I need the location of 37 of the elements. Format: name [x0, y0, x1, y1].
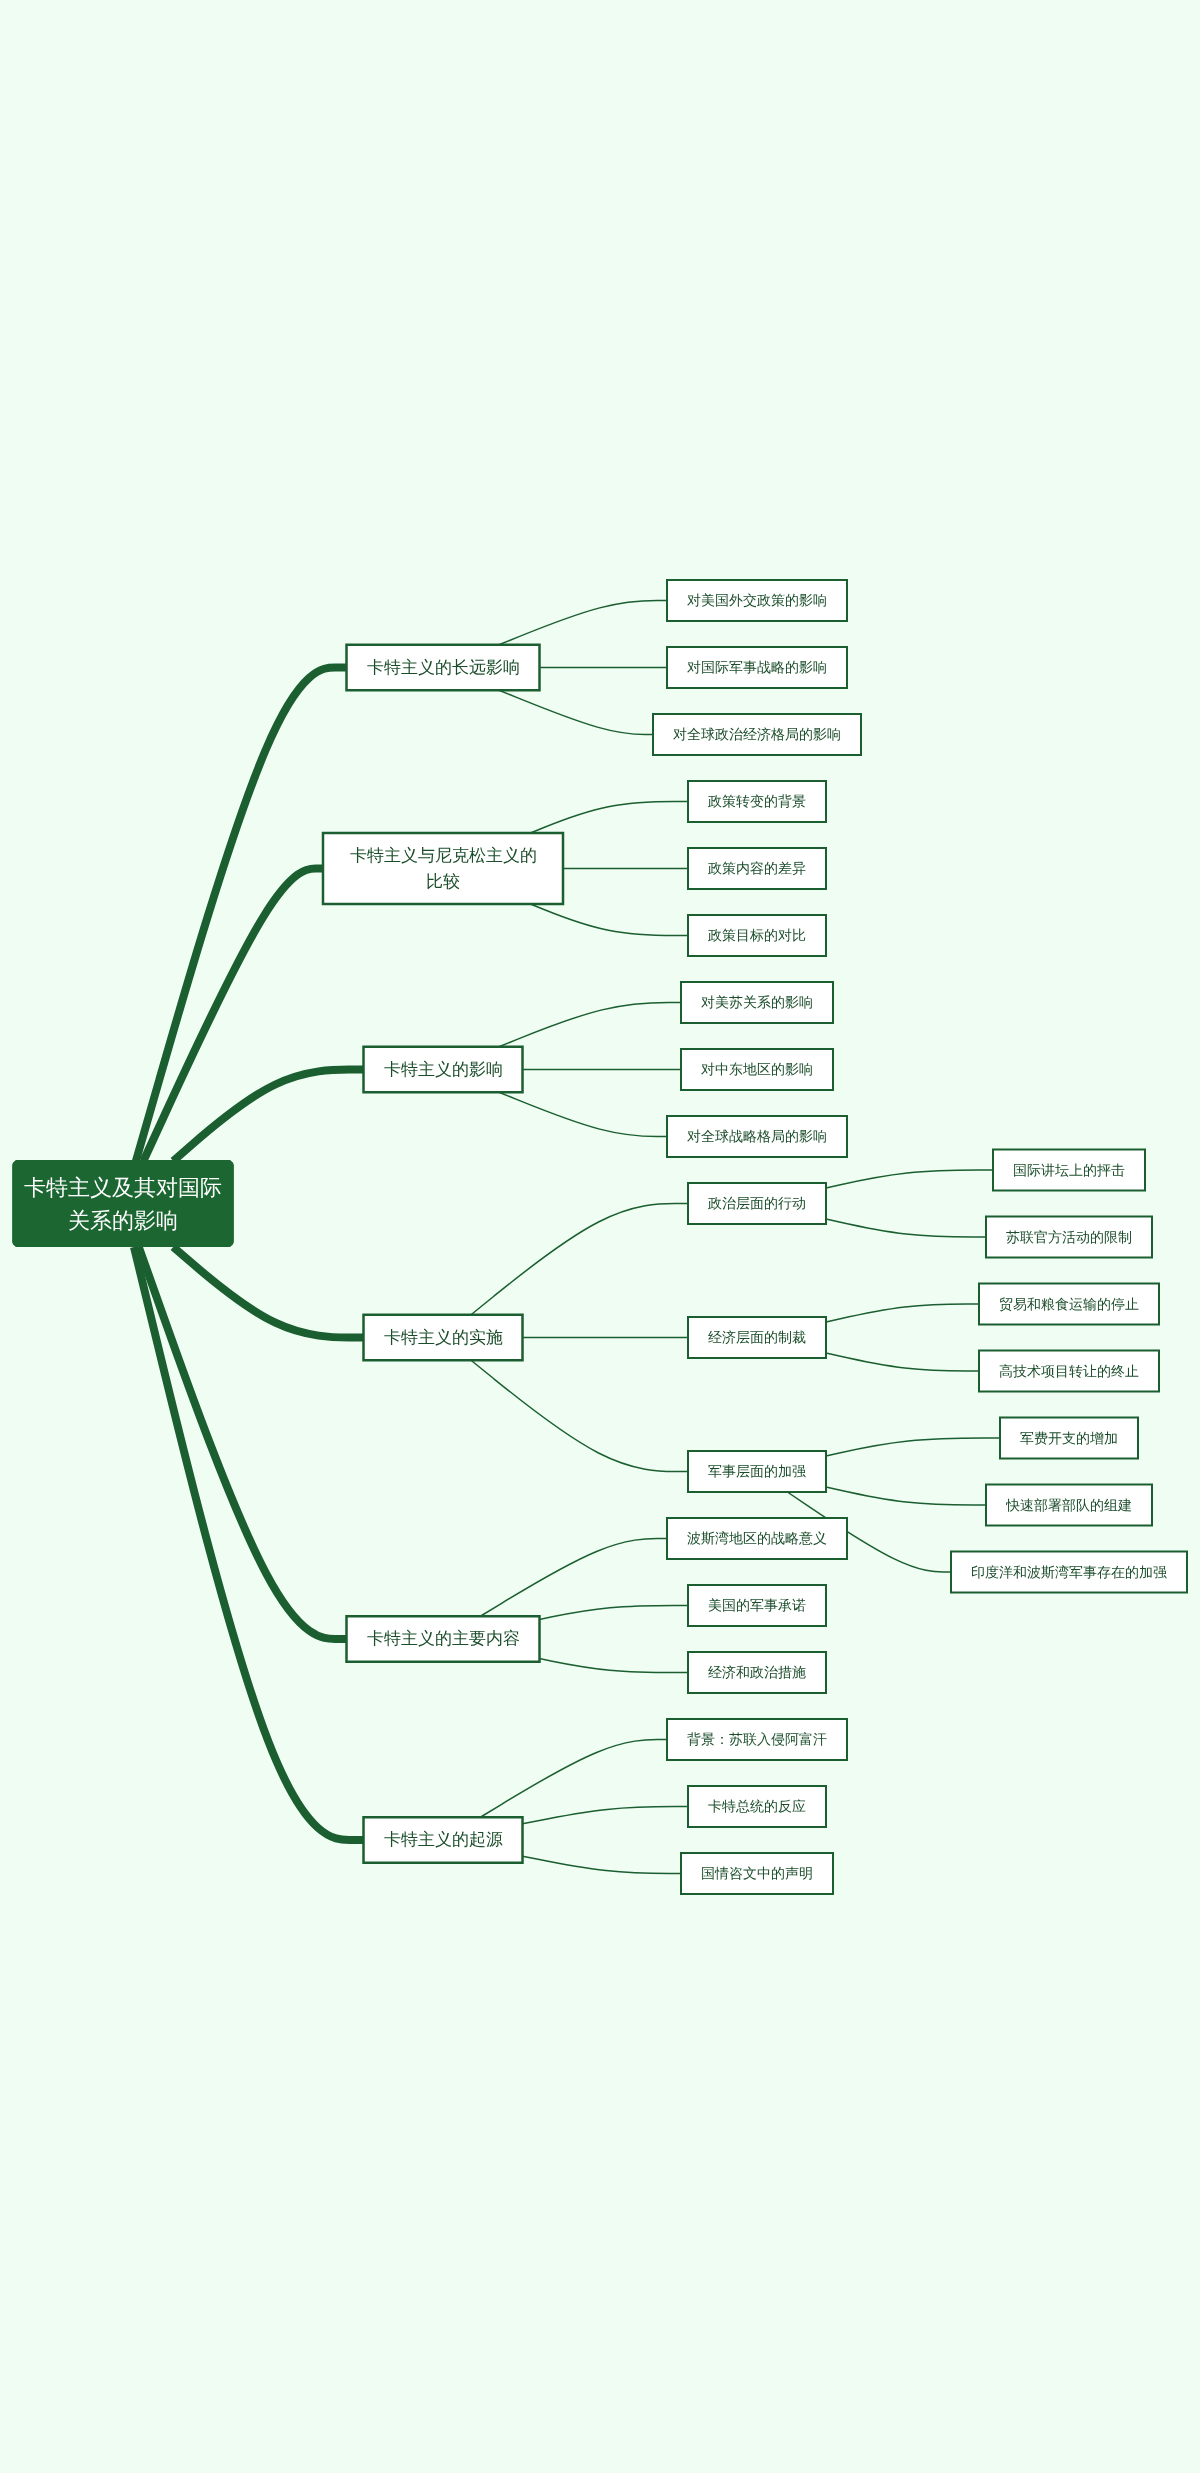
node-box: 卡特主义的长远影响 — [345, 643, 541, 691]
node-box: 卡特主义的起源 — [362, 1815, 524, 1864]
node-box: 卡特主义的实施 — [362, 1313, 524, 1361]
connector — [470, 1359, 689, 1472]
node-box: 经济和政治措施 — [687, 1650, 827, 1694]
node-box: 贸易和粮食运输的停止 — [978, 1282, 1160, 1325]
node-box: 国际讲坛上的抨击 — [992, 1148, 1146, 1191]
node-box: 波斯湾地区的战略意义 — [666, 1516, 848, 1560]
node-box: 对美苏关系的影响 — [680, 980, 834, 1024]
node-box: 苏联官方活动的限制 — [985, 1215, 1153, 1258]
node-box: 对全球政治经济格局的影响 — [652, 712, 862, 756]
node-box: 卡特主义的主要内容 — [345, 1614, 541, 1663]
node-box: 国情咨文中的声明 — [680, 1851, 834, 1895]
node-box: 政策转变的背景 — [687, 779, 827, 823]
node-box: 对全球战略格局的影响 — [666, 1114, 848, 1158]
connector — [132, 663, 347, 1162]
connector — [135, 1245, 347, 1643]
connector — [470, 1202, 689, 1315]
node-box: 卡特主义的影响 — [362, 1045, 524, 1093]
node-box: 卡特总统的反应 — [687, 1784, 827, 1828]
node-box: 政策目标的对比 — [687, 913, 827, 957]
node-box: 对美国外交政策的影响 — [666, 578, 848, 622]
node-box: 快速部署部队的组建 — [985, 1483, 1153, 1526]
node-box: 政治层面的行动 — [687, 1181, 827, 1225]
node-box: 背景：苏联入侵阿富汗 — [666, 1717, 848, 1761]
node-box: 对中东地区的影响 — [680, 1047, 834, 1091]
node-box: 对国际军事战略的影响 — [666, 645, 848, 689]
node-box: 军事层面的加强 — [687, 1449, 827, 1493]
connector — [538, 1657, 689, 1673]
node-box: 印度洋和波斯湾军事存在的加强 — [950, 1550, 1188, 1593]
connector — [130, 1245, 364, 1844]
node-box: 高技术项目转让的终止 — [978, 1349, 1160, 1392]
node-box: 经济层面的制裁 — [687, 1315, 827, 1359]
node-box: 卡特主义与尼克松主义的比较 — [321, 831, 565, 905]
node-box: 军费开支的增加 — [999, 1416, 1139, 1459]
node-box: 美国的军事承诺 — [687, 1583, 827, 1627]
node-box: 政策内容的差异 — [687, 846, 827, 890]
